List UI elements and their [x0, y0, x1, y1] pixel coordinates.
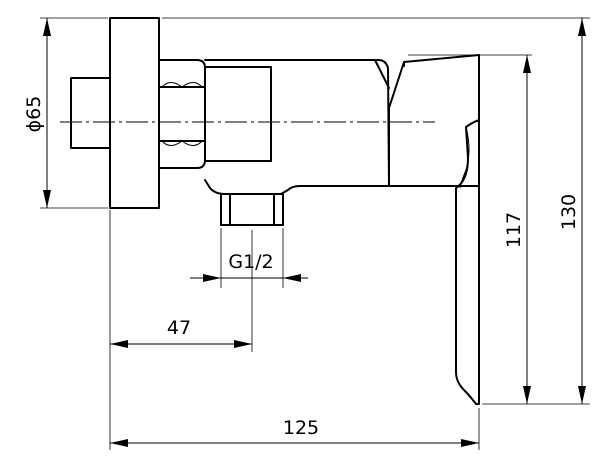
bonnet: [204, 66, 272, 162]
dim-total-length: 125: [110, 417, 479, 447]
inlet-distance-label: 47: [167, 317, 191, 339]
dim-lever-height: 117: [503, 55, 531, 404]
lever-edge: [459, 126, 470, 189]
lever-handle: [455, 119, 480, 405]
lever-height-label: 117: [503, 212, 525, 248]
total-length-label: 125: [283, 417, 319, 439]
total-height-label: 130: [558, 194, 580, 230]
mixer-body: [204, 59, 390, 195]
dim-flange-diameter: ϕ65: [23, 18, 51, 208]
hex-nut: [158, 59, 206, 169]
back-cap: [70, 77, 111, 149]
faucet-outline: [70, 17, 480, 405]
dim-inlet-distance: 47: [110, 317, 252, 348]
flange-diameter-label: ϕ65: [23, 96, 45, 133]
body-shoulder: [374, 59, 390, 89]
wall-flange: [109, 17, 160, 209]
inlet-thread: [220, 193, 284, 226]
dim-total-height: 130: [558, 18, 586, 404]
dim-thread: G1/2: [190, 251, 308, 282]
thread-label: G1/2: [228, 251, 273, 273]
extension-lines: [40, 17, 590, 450]
cartridge-housing: [388, 54, 480, 187]
